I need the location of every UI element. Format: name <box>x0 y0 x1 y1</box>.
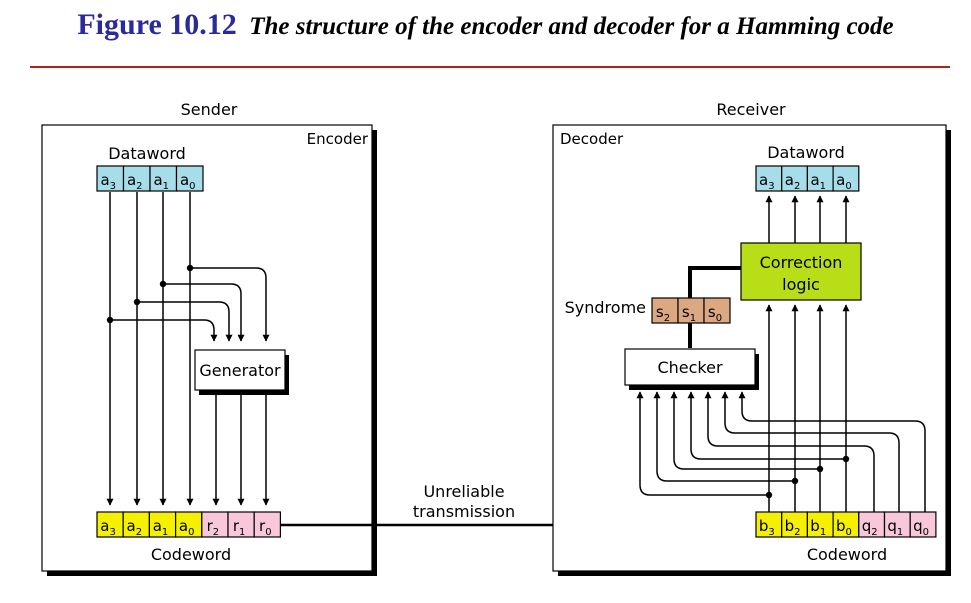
sender-dataword-bit-a1: a1 <box>149 165 178 192</box>
sender-dataword-bit-text: a1 <box>153 171 169 192</box>
receiver-dataword-bit-a1: a1 <box>806 165 834 192</box>
receiver-label: Receiver <box>716 100 786 119</box>
receiver-codeword-bit-text: b0 <box>836 517 852 538</box>
receiver-codeword-label: Codeword <box>807 545 887 564</box>
sender-codeword-bits: a3 a2 a1 a0 r2 r1 r0 <box>96 511 281 538</box>
sender-codeword-bit-text: a2 <box>127 517 143 538</box>
generator-label: Generator <box>199 361 281 380</box>
syndrome-bit-s2: s2 <box>651 297 679 324</box>
sender-codeword-bit-r2: r2 <box>201 511 229 538</box>
sender-codeword-bit-a0: a0 <box>175 511 203 538</box>
syndrome-bits: s2 s1 s0 <box>651 297 731 324</box>
receiver-codeword-bit-b1: b1 <box>806 511 834 538</box>
syndrome-label: Syndrome <box>565 298 646 317</box>
sender-codeword-bit-text: a3 <box>100 517 116 538</box>
receiver-codeword-bit-b2: b2 <box>781 511 809 538</box>
receiver-codeword-bits: b3 b2 b1 b0 q2 q1 q0 <box>755 511 937 538</box>
receiver-codeword-bit-b3: b3 <box>755 511 783 538</box>
sender-dataword-bit-text: a2 <box>127 171 143 192</box>
receiver-codeword-bit-text: b3 <box>759 517 775 538</box>
decoder-box <box>552 124 947 572</box>
receiver-dataword-bit-text: a0 <box>836 171 852 192</box>
receiver-dataword-bits: a3 a2 a1 a0 <box>755 165 860 192</box>
encoder-wires <box>106 192 270 506</box>
sender-codeword-label: Codeword <box>151 545 231 564</box>
sender-dataword-bits: a3 a2 a1 a0 <box>96 165 204 192</box>
encoder-junction-dots <box>106 264 194 324</box>
sender-dataword-label: Dataword <box>108 144 186 163</box>
receiver-codeword-bit-q2: q2 <box>858 511 886 538</box>
correction-logic-box <box>740 242 862 301</box>
receiver-dataword-bit-a0: a0 <box>832 165 860 192</box>
sender-label: Sender <box>181 100 238 119</box>
correction-label-line2: logic <box>782 275 820 294</box>
sender-codeword-bit-text: r2 <box>207 517 220 538</box>
syndrome-bit-s1: s1 <box>677 297 705 324</box>
generator-box <box>194 349 286 391</box>
receiver-codeword-bit-q0: q0 <box>909 511 937 538</box>
receiver-dataword-bit-text: a1 <box>810 171 826 192</box>
syndrome-bit-text: s0 <box>708 303 722 324</box>
checker-label: Checker <box>657 358 722 377</box>
sender-codeword-bit-a3: a3 <box>96 511 124 538</box>
figure-title: Figure 10.12 The structure of the encode… <box>0 8 971 42</box>
receiver-dataword-bit-text: a3 <box>759 171 775 192</box>
receiver-codeword-bit-b0: b0 <box>832 511 860 538</box>
checker-box <box>624 348 756 386</box>
sender-codeword-bit-text: a1 <box>153 517 169 538</box>
syndrome-bit-text: s1 <box>682 303 696 324</box>
encoder-label: Encoder <box>307 130 369 148</box>
figure-caption: The structure of the encoder and decoder… <box>249 13 894 40</box>
receiver-dataword-bit-a2: a2 <box>781 165 809 192</box>
channel-label-line2: transmission <box>413 502 515 521</box>
correction-label-line1: Correction <box>760 253 843 272</box>
receiver-codeword-bit-text: q1 <box>887 517 903 538</box>
sender-codeword-bit-a1: a1 <box>148 511 177 538</box>
sender-dataword-bit-text: a0 <box>180 171 196 192</box>
figure-label: Figure 10.12 <box>77 8 237 41</box>
sender-codeword-bit-text: a0 <box>179 517 195 538</box>
receiver-codeword-bit-q1: q1 <box>883 511 911 538</box>
receiver-codeword-bit-text: q0 <box>913 517 929 538</box>
receiver-codeword-bit-text: b2 <box>785 517 801 538</box>
receiver-codeword-bit-text: b1 <box>810 517 826 538</box>
decoder-label: Decoder <box>560 130 624 148</box>
receiver-dataword-bit-a3: a3 <box>755 165 783 192</box>
syndrome-bit-s0: s0 <box>703 297 731 324</box>
sender-codeword-bit-r1: r1 <box>227 511 255 538</box>
title-rule <box>30 66 950 68</box>
receiver-dataword-bit-text: a2 <box>785 171 801 192</box>
sender-codeword-bit-text: r0 <box>259 517 272 538</box>
correction-output-arrows <box>765 195 850 243</box>
encoder-box <box>41 124 373 572</box>
sender-dataword-bit-a2: a2 <box>122 165 151 192</box>
sender-codeword-bit-r0: r0 <box>253 511 281 538</box>
sender-codeword-bit-a2: a2 <box>122 511 150 538</box>
receiver-codeword-bit-text: q2 <box>862 517 878 538</box>
sender-codeword-bit-text: r1 <box>233 517 246 538</box>
sender-dataword-bit-a3: a3 <box>96 165 125 192</box>
decoder-junction-dots <box>765 455 850 499</box>
channel-label-line1: Unreliable <box>423 482 504 501</box>
receiver-dataword-label: Dataword <box>767 143 845 162</box>
sender-dataword-bit-text: a3 <box>100 171 116 192</box>
sender-dataword-bit-a0: a0 <box>175 165 204 192</box>
syndrome-bit-text: s2 <box>656 303 670 324</box>
